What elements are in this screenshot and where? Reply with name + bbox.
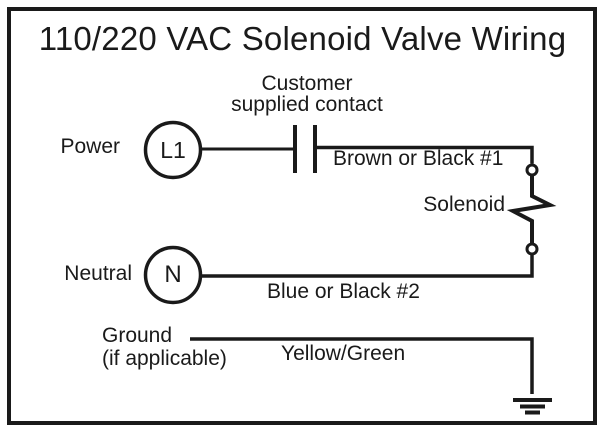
customer-contact-label: Customer supplied contact: [231, 72, 383, 116]
solenoid-coil-symbol: [506, 176, 557, 243]
n-terminal-label: N: [164, 261, 182, 288]
solenoid-label: Solenoid: [423, 193, 505, 216]
wire1-color-label: Brown or Black #1: [333, 147, 504, 170]
neutral-label: Neutral: [64, 262, 132, 285]
diagram-title: 110/220 VAC Solenoid Valve Wiring: [38, 20, 567, 57]
ground-wire-color-label: Yellow/Green: [281, 342, 406, 365]
solenoid-terminal-top: [525, 163, 539, 177]
power-label: Power: [60, 135, 120, 158]
ground-wire: [190, 337, 534, 394]
n-terminal-circle: [143, 245, 203, 305]
ground-symbol: [513, 398, 552, 415]
l1-terminal-circle: [143, 120, 203, 180]
wire2-color-label: Blue or Black #2: [267, 280, 420, 303]
power-wire-right: [317, 145, 534, 164]
l1-terminal-label: L1: [160, 137, 186, 163]
ground-label: Ground (if applicable): [102, 324, 227, 370]
solenoid-terminal-bottom: [525, 242, 539, 256]
diagram-border: [7, 7, 597, 425]
neutral-wire: [201, 255, 534, 278]
